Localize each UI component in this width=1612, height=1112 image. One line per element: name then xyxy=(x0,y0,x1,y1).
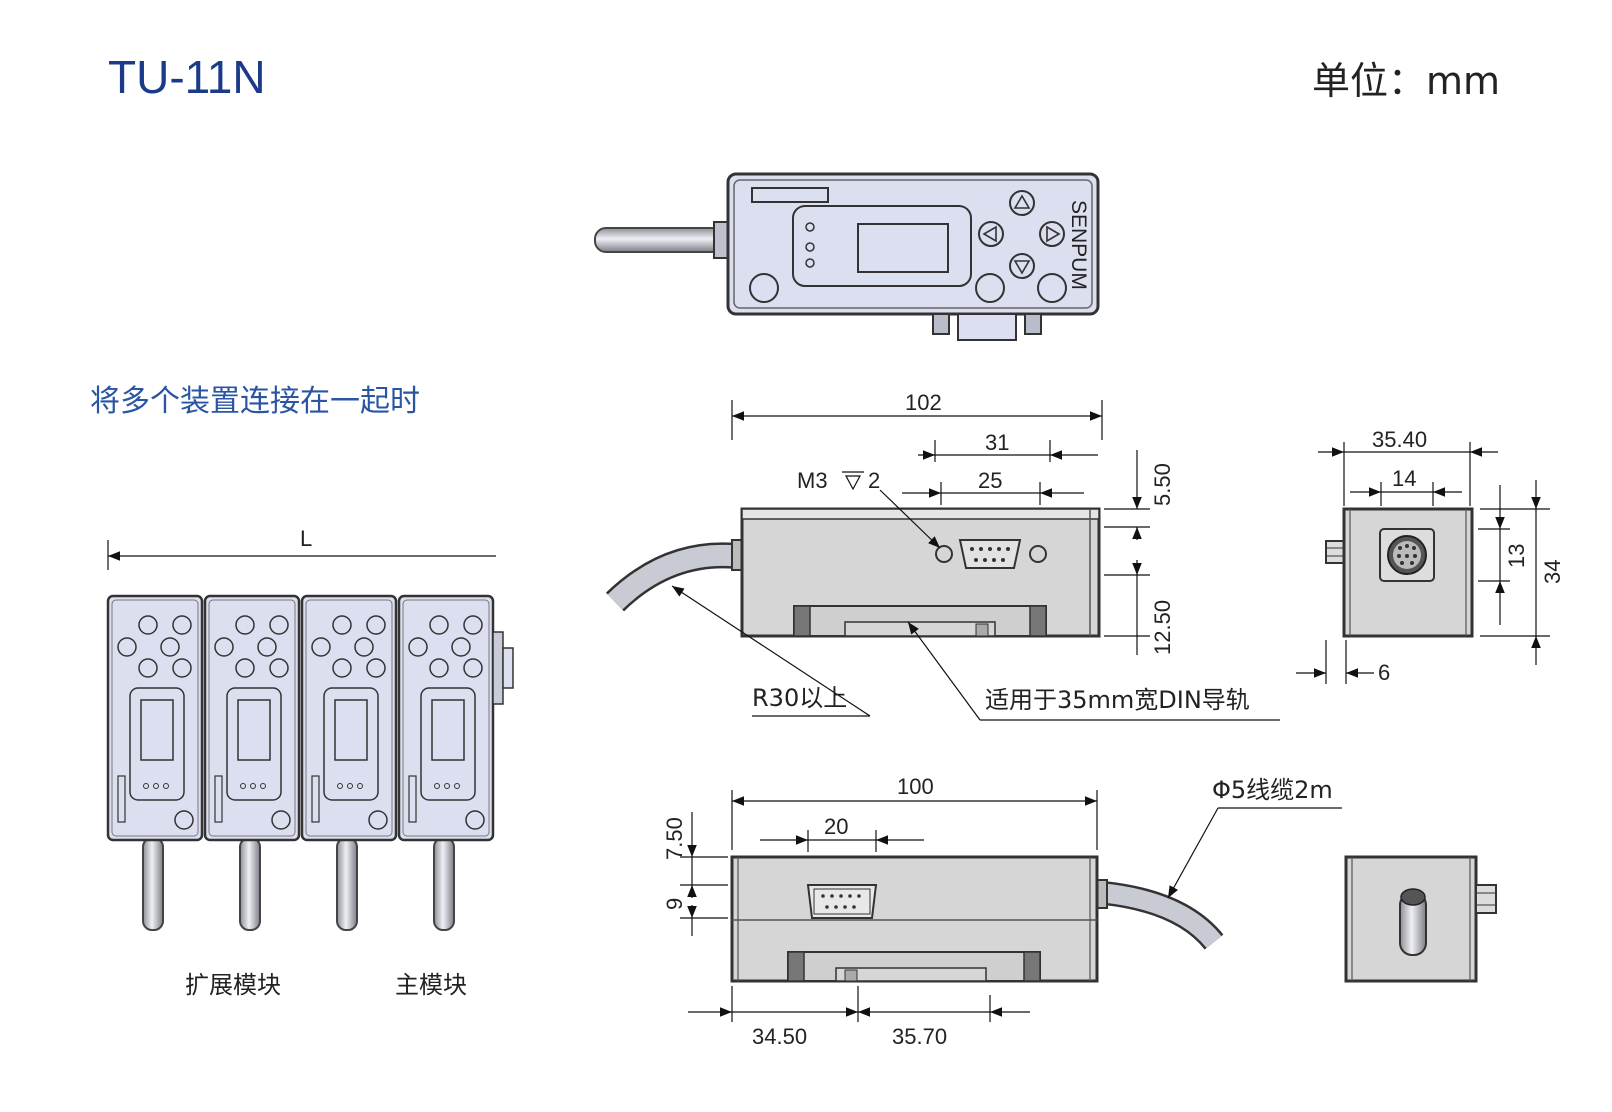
cable-label: Φ5线缆2m xyxy=(1212,776,1333,804)
dim-35-70: 35.70 xyxy=(892,1024,947,1049)
multi-unit-view: L xyxy=(106,526,514,999)
dim-9: 9 xyxy=(662,898,687,910)
dim-14: 14 xyxy=(1392,466,1416,491)
dim-6: 6 xyxy=(1378,660,1390,685)
arrow-up-icon xyxy=(1009,190,1035,216)
db9-connector xyxy=(935,539,1047,569)
dim-L: L xyxy=(300,526,312,551)
arrow-down-icon xyxy=(1009,253,1035,279)
dim-25: 25 xyxy=(978,468,1002,493)
multi-unit-heading: 将多个装置连接在一起时 xyxy=(90,384,420,419)
main-module-label: 主模块 xyxy=(395,971,467,999)
bend-radius-label: R30以上 xyxy=(752,684,847,712)
unit-module-3 xyxy=(300,594,398,931)
dim-20: 20 xyxy=(824,814,848,839)
db9-connector-bottom xyxy=(806,884,878,919)
din-rail-label: 适用于35mm宽DIN导轨 xyxy=(985,686,1250,714)
dim-34: 34 xyxy=(1540,560,1565,584)
dim-34-50: 34.50 xyxy=(752,1024,807,1049)
dim-100: 100 xyxy=(897,774,934,799)
bottom-view: 100 20 7.50 9 34.50 35.70 Φ5线缆2m xyxy=(662,774,1342,1049)
dim-12-50: 12.50 xyxy=(1150,600,1175,655)
arrow-left-icon xyxy=(978,221,1004,247)
unit-module-2 xyxy=(203,594,301,931)
dim-31: 31 xyxy=(985,430,1009,455)
unit-label: 单位：mm xyxy=(1311,59,1500,103)
dim-35-40: 35.40 xyxy=(1372,427,1427,452)
thread-depth: 2 xyxy=(868,468,880,493)
thread-label: M3 xyxy=(797,468,828,493)
side-view: 102 31 25 M3 2 5.50 12.50 R30以上 xyxy=(605,390,1280,721)
arrow-right-icon xyxy=(1039,221,1065,247)
dim-5-50: 5.50 xyxy=(1150,463,1175,506)
front-view: SENPUM xyxy=(594,172,1100,341)
end-view: 35.40 14 13 34 6 xyxy=(1296,427,1565,685)
page-title: TU-11N xyxy=(108,51,266,103)
unit-module-4 xyxy=(397,594,514,931)
dim-13: 13 xyxy=(1504,544,1529,568)
brand-text: SENPUM xyxy=(1067,200,1090,290)
dim-7-50: 7.50 xyxy=(662,817,687,860)
expansion-module-label: 扩展模块 xyxy=(185,971,281,999)
unit-module-1 xyxy=(106,594,204,931)
rear-end-view xyxy=(1344,855,1497,983)
dim-102: 102 xyxy=(905,390,942,415)
depth-icon xyxy=(842,471,864,491)
